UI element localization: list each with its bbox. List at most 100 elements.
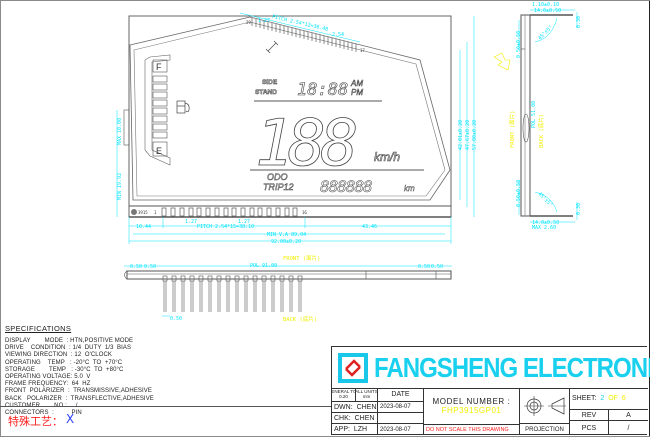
divider: [0, 406, 331, 407]
spec-line: CUSTOMER NO.: /: [5, 402, 78, 409]
svg-text:47.67±0.20: 47.67±0.20: [465, 120, 471, 150]
svg-text:ODO: ODO: [267, 172, 288, 182]
svg-text:42.01±0.20: 42.01±0.20: [458, 120, 464, 150]
svg-text:FRONT (面片): FRONT (面片): [508, 111, 516, 149]
checked-by: CHK: CHEN: [332, 413, 378, 424]
svg-text:SIDE: SIDE: [262, 79, 278, 86]
spec-line: CONNECTORS : PIN: [5, 410, 82, 417]
specifications-title: SPECIFICATIONS: [5, 324, 72, 333]
pcs-label: PCS: [570, 421, 609, 435]
side-profile: [520, 14, 573, 217]
spec-line: FRONT POLARIZER : TRANSMISSIVE,ADHESIVE: [5, 388, 153, 395]
svg-text:MAX 2.60: MAX 2.60: [532, 225, 556, 231]
svg-text:2.54: 2.54: [332, 32, 344, 38]
projection-label: PROJECTION: [520, 424, 570, 435]
viewing-direction-arrow-icon: [493, 52, 511, 71]
svg-text:29: 29: [246, 20, 251, 25]
rev-value: A: [609, 410, 648, 421]
spec-line: OPERATING VOLTAGE: 5.0 V: [5, 374, 91, 381]
svg-text:92.00±0.20: 92.00±0.20: [271, 239, 301, 245]
fuel-pump-icon: [176, 100, 190, 114]
front-view: 29 17 F E SIDE STAND 18:88: [123, 15, 452, 218]
model-number-value: FHP3915GP01: [441, 406, 502, 415]
svg-text:0.30: 0.30: [576, 16, 582, 28]
pcs-value: /: [627, 424, 630, 432]
svg-text:AM: AM: [350, 79, 363, 88]
svg-text:57.00±0.20: 57.00±0.20: [472, 120, 478, 150]
svg-text:45°±5°: 45°±5°: [537, 191, 554, 208]
company-name: FANGSHENG ELECTRONIC LTD: [374, 352, 650, 383]
connector-pins: [162, 275, 303, 312]
company-banner: FANGSHENG ELECTRONIC LTD: [332, 347, 650, 389]
svg-text:BACK (底片): BACK (底片): [283, 315, 317, 323]
sheet-cell: SHEET: 2 OF 6: [570, 388, 648, 410]
spec-line: BACK POLARIZER : TRANSFLECTIVE,ADHESIVE: [5, 395, 154, 402]
svg-text:MIN 19.92: MIN 19.92: [117, 173, 123, 200]
svg-text:km: km: [404, 184, 415, 193]
svg-text:14.0±0.50: 14.0±0.50: [532, 220, 559, 226]
svg-text:16: 16: [302, 210, 307, 215]
rev-label: REV: [570, 410, 609, 421]
svg-text:888888: 888888: [320, 177, 372, 196]
svg-text:POL 51.00: POL 51.00: [531, 101, 537, 128]
spec-line: FRAME FREQUENCY: 64 HZ: [5, 381, 91, 388]
svg-text:18:88: 18:88: [297, 80, 348, 100]
general-tol-cell: GENERAL TOL0.20: [332, 388, 356, 402]
svg-text:FRONT (面片): FRONT (面片): [283, 254, 321, 262]
spec-line: DRIVE CONDITION : 1/4 DUTY 1/3 BIAS: [5, 345, 132, 352]
fuel-bars: [152, 75, 168, 139]
company-logo-icon: [338, 353, 368, 383]
svg-text:10.44: 10.44: [136, 224, 151, 230]
svg-text:0.50: 0.50: [170, 316, 182, 322]
fuel-full-label: F: [156, 62, 162, 72]
specifications-panel: SPECIFICATIONS DISPLAY MODE : HTN,POSITI…: [5, 324, 215, 417]
svg-text:14.0±0.50: 14.0±0.50: [534, 8, 561, 14]
svg-text:0.50: 0.50: [418, 264, 430, 270]
spec-line: OPERATING TEMP : -20°C TO +70°C: [5, 359, 123, 366]
svg-text:3915: 3915: [138, 210, 148, 215]
spec-line: DISPLAY MODE : HTN,POSITIVE MODE: [5, 338, 134, 344]
checked-date: [378, 413, 424, 424]
drawn-by: DWN: CHEN: [332, 402, 378, 413]
bottom-pin-pads: [161, 207, 298, 217]
svg-text:0.50: 0.50: [431, 264, 443, 270]
svg-text:BACK (底片): BACK (底片): [537, 114, 545, 148]
svg-text:45°±5°: 45°±5°: [537, 24, 554, 41]
title-block: FANGSHENG ELECTRONIC LTD GENERAL TOL0.20…: [331, 346, 650, 435]
svg-text:E: E: [156, 146, 162, 156]
svg-text:km/h: km/h: [374, 150, 400, 164]
approved-by: APP: LZH: [332, 424, 378, 435]
do-not-scale-warning: DO NOT SCALE THIS DRAWING: [424, 424, 520, 435]
svg-text:1.10±0.10: 1.10±0.10: [532, 2, 559, 8]
svg-text:0.50: 0.50: [144, 264, 156, 270]
spec-line: STORAGE TEMP : -30°C TO +80°C: [5, 366, 124, 373]
svg-text:STAND: STAND: [255, 89, 277, 96]
special-process-label: 特殊工艺：: [8, 415, 63, 428]
svg-text:0.50±0.50: 0.50±0.50: [516, 180, 522, 207]
drawn-date: 2023-08-07: [378, 402, 424, 413]
projection-symbol: [520, 388, 570, 424]
bottom-view: [124, 270, 452, 312]
svg-text:1: 1: [154, 210, 157, 215]
svg-text:PITCH 2.54*15=38.10: PITCH 2.54*15=38.10: [197, 224, 254, 230]
svg-text:0.50±0.50: 0.50±0.50: [516, 31, 522, 58]
spec-line: VIEWING DIRECTION : 12 O'CLOCK: [5, 352, 113, 359]
svg-text:TRIP12: TRIP12: [263, 182, 294, 192]
svg-text:0.50: 0.50: [130, 264, 142, 270]
svg-text:17: 17: [360, 48, 365, 53]
svg-text:1.27: 1.27: [238, 219, 250, 225]
svg-text:1.27: 1.27: [185, 219, 197, 225]
special-process-value: X: [66, 412, 75, 426]
speed-digits: 188: [255, 107, 356, 181]
third-angle-projection-icon: [523, 395, 566, 416]
svg-text:MIN V.A 89.04: MIN V.A 89.04: [267, 232, 306, 238]
approved-date: 2023-08-07: [378, 424, 424, 435]
bottom-view-dimensions: [124, 265, 452, 317]
svg-text:43.46: 43.46: [362, 224, 377, 230]
svg-text:MAX 10.00: MAX 10.00: [117, 118, 123, 145]
date-header: DATE: [378, 388, 424, 402]
front-view-dimensions: [116, 12, 475, 244]
svg-text:1.27: 1.27: [258, 18, 270, 24]
